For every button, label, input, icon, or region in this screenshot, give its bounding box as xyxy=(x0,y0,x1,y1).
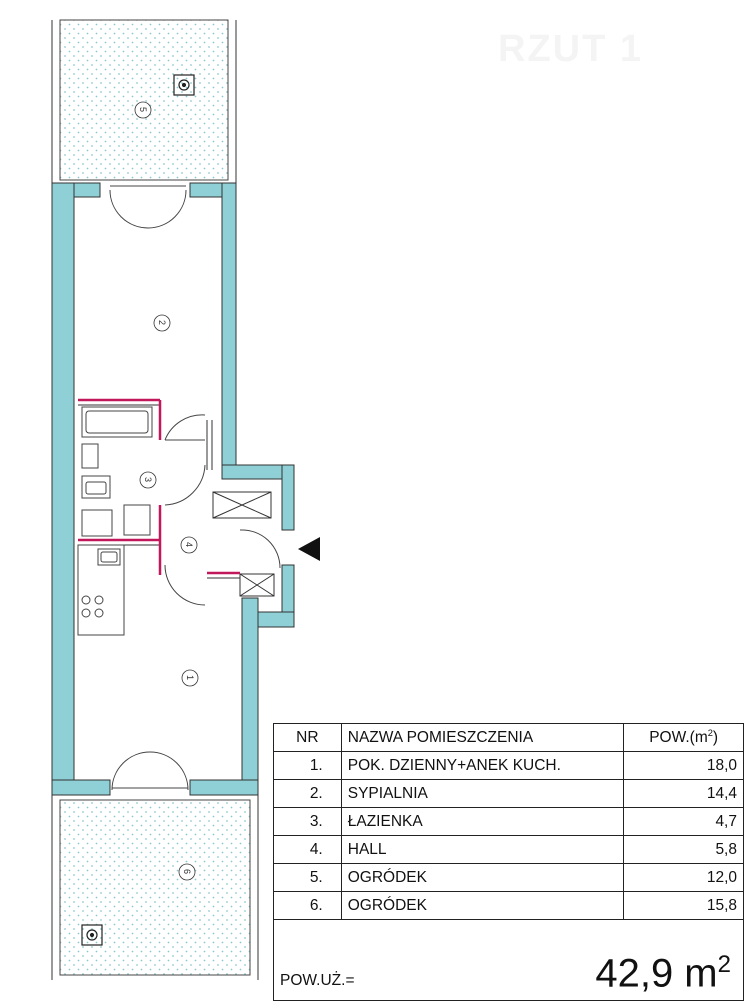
row-area: 5,8 xyxy=(623,835,744,864)
room-label-4: 4 xyxy=(180,536,198,554)
table-row: 6. OGRÓDEK 15,8 xyxy=(273,891,744,920)
total-label: POW.UŻ.= xyxy=(280,972,355,989)
total-cell: POW.UŻ.= 42,9 m2 xyxy=(273,919,744,1001)
outer-walls xyxy=(51,182,295,796)
svg-text:4: 4 xyxy=(184,542,194,547)
room-label-1: 1 xyxy=(181,669,199,687)
garden-top xyxy=(51,19,237,183)
room-label-6: 6 xyxy=(178,863,196,881)
room-label-5: 5 xyxy=(134,101,152,119)
row-nr: 1. xyxy=(273,751,342,780)
row-area: 14,4 xyxy=(623,779,744,808)
table-row: 2. SYPIALNIA 14,4 xyxy=(273,779,744,808)
accent-partitions xyxy=(78,398,240,575)
row-name: POK. DZIENNY+ANEK KUCH. xyxy=(340,751,625,780)
garden-lamp-icon xyxy=(81,74,195,946)
room-label-2: 2 xyxy=(153,314,171,332)
svg-text:5: 5 xyxy=(138,107,148,112)
header-nr: NR xyxy=(273,723,342,752)
table-header: NR NAZWA POMIESZCZENIA POW.(m2) xyxy=(273,723,744,752)
header-name: NAZWA POMIESZCZENIA xyxy=(340,723,625,752)
row-name: HALL xyxy=(340,835,625,864)
table-row: 5. OGRÓDEK 12,0 xyxy=(273,863,744,892)
garden-bottom xyxy=(51,795,259,980)
row-name: OGRÓDEK xyxy=(340,891,625,920)
row-name: ŁAZIENKA xyxy=(340,807,625,836)
row-area: 15,8 xyxy=(623,891,744,920)
entrance-arrow-icon xyxy=(298,537,320,561)
row-name: SYPIALNIA xyxy=(340,779,625,808)
room-table: NR NAZWA POMIESZCZENIA POW.(m2) 1. POK. … xyxy=(273,723,744,1001)
table-row: 4. HALL 5,8 xyxy=(273,835,744,864)
row-area: 4,7 xyxy=(623,807,744,836)
total-value: 42,9 m2 xyxy=(595,950,731,995)
row-name: OGRÓDEK xyxy=(340,863,625,892)
room-label-3: 3 xyxy=(139,471,157,489)
doors xyxy=(109,185,281,791)
row-area: 18,0 xyxy=(623,751,744,780)
header-area: POW.(m2) xyxy=(623,723,744,752)
total-row: POW.UŻ.= 42,9 m2 xyxy=(273,919,744,1001)
table-row: 1. POK. DZIENNY+ANEK KUCH. 18,0 xyxy=(273,751,744,780)
row-nr: 4. xyxy=(273,835,342,864)
bathroom-fixtures xyxy=(81,406,153,537)
kitchen-fixtures xyxy=(77,544,125,636)
row-nr: 6. xyxy=(273,891,342,920)
svg-text:6: 6 xyxy=(182,869,192,874)
svg-text:2: 2 xyxy=(157,320,167,325)
svg-text:1: 1 xyxy=(185,675,195,680)
table-row: 3. ŁAZIENKA 4,7 xyxy=(273,807,744,836)
watermark: RZUT 1 xyxy=(498,28,643,70)
row-nr: 3. xyxy=(273,807,342,836)
room-labels: 5 2 3 4 1 6 xyxy=(134,101,199,881)
row-nr: 5. xyxy=(273,863,342,892)
row-nr: 2. xyxy=(273,779,342,808)
row-area: 12,0 xyxy=(623,863,744,892)
svg-text:3: 3 xyxy=(143,477,153,482)
